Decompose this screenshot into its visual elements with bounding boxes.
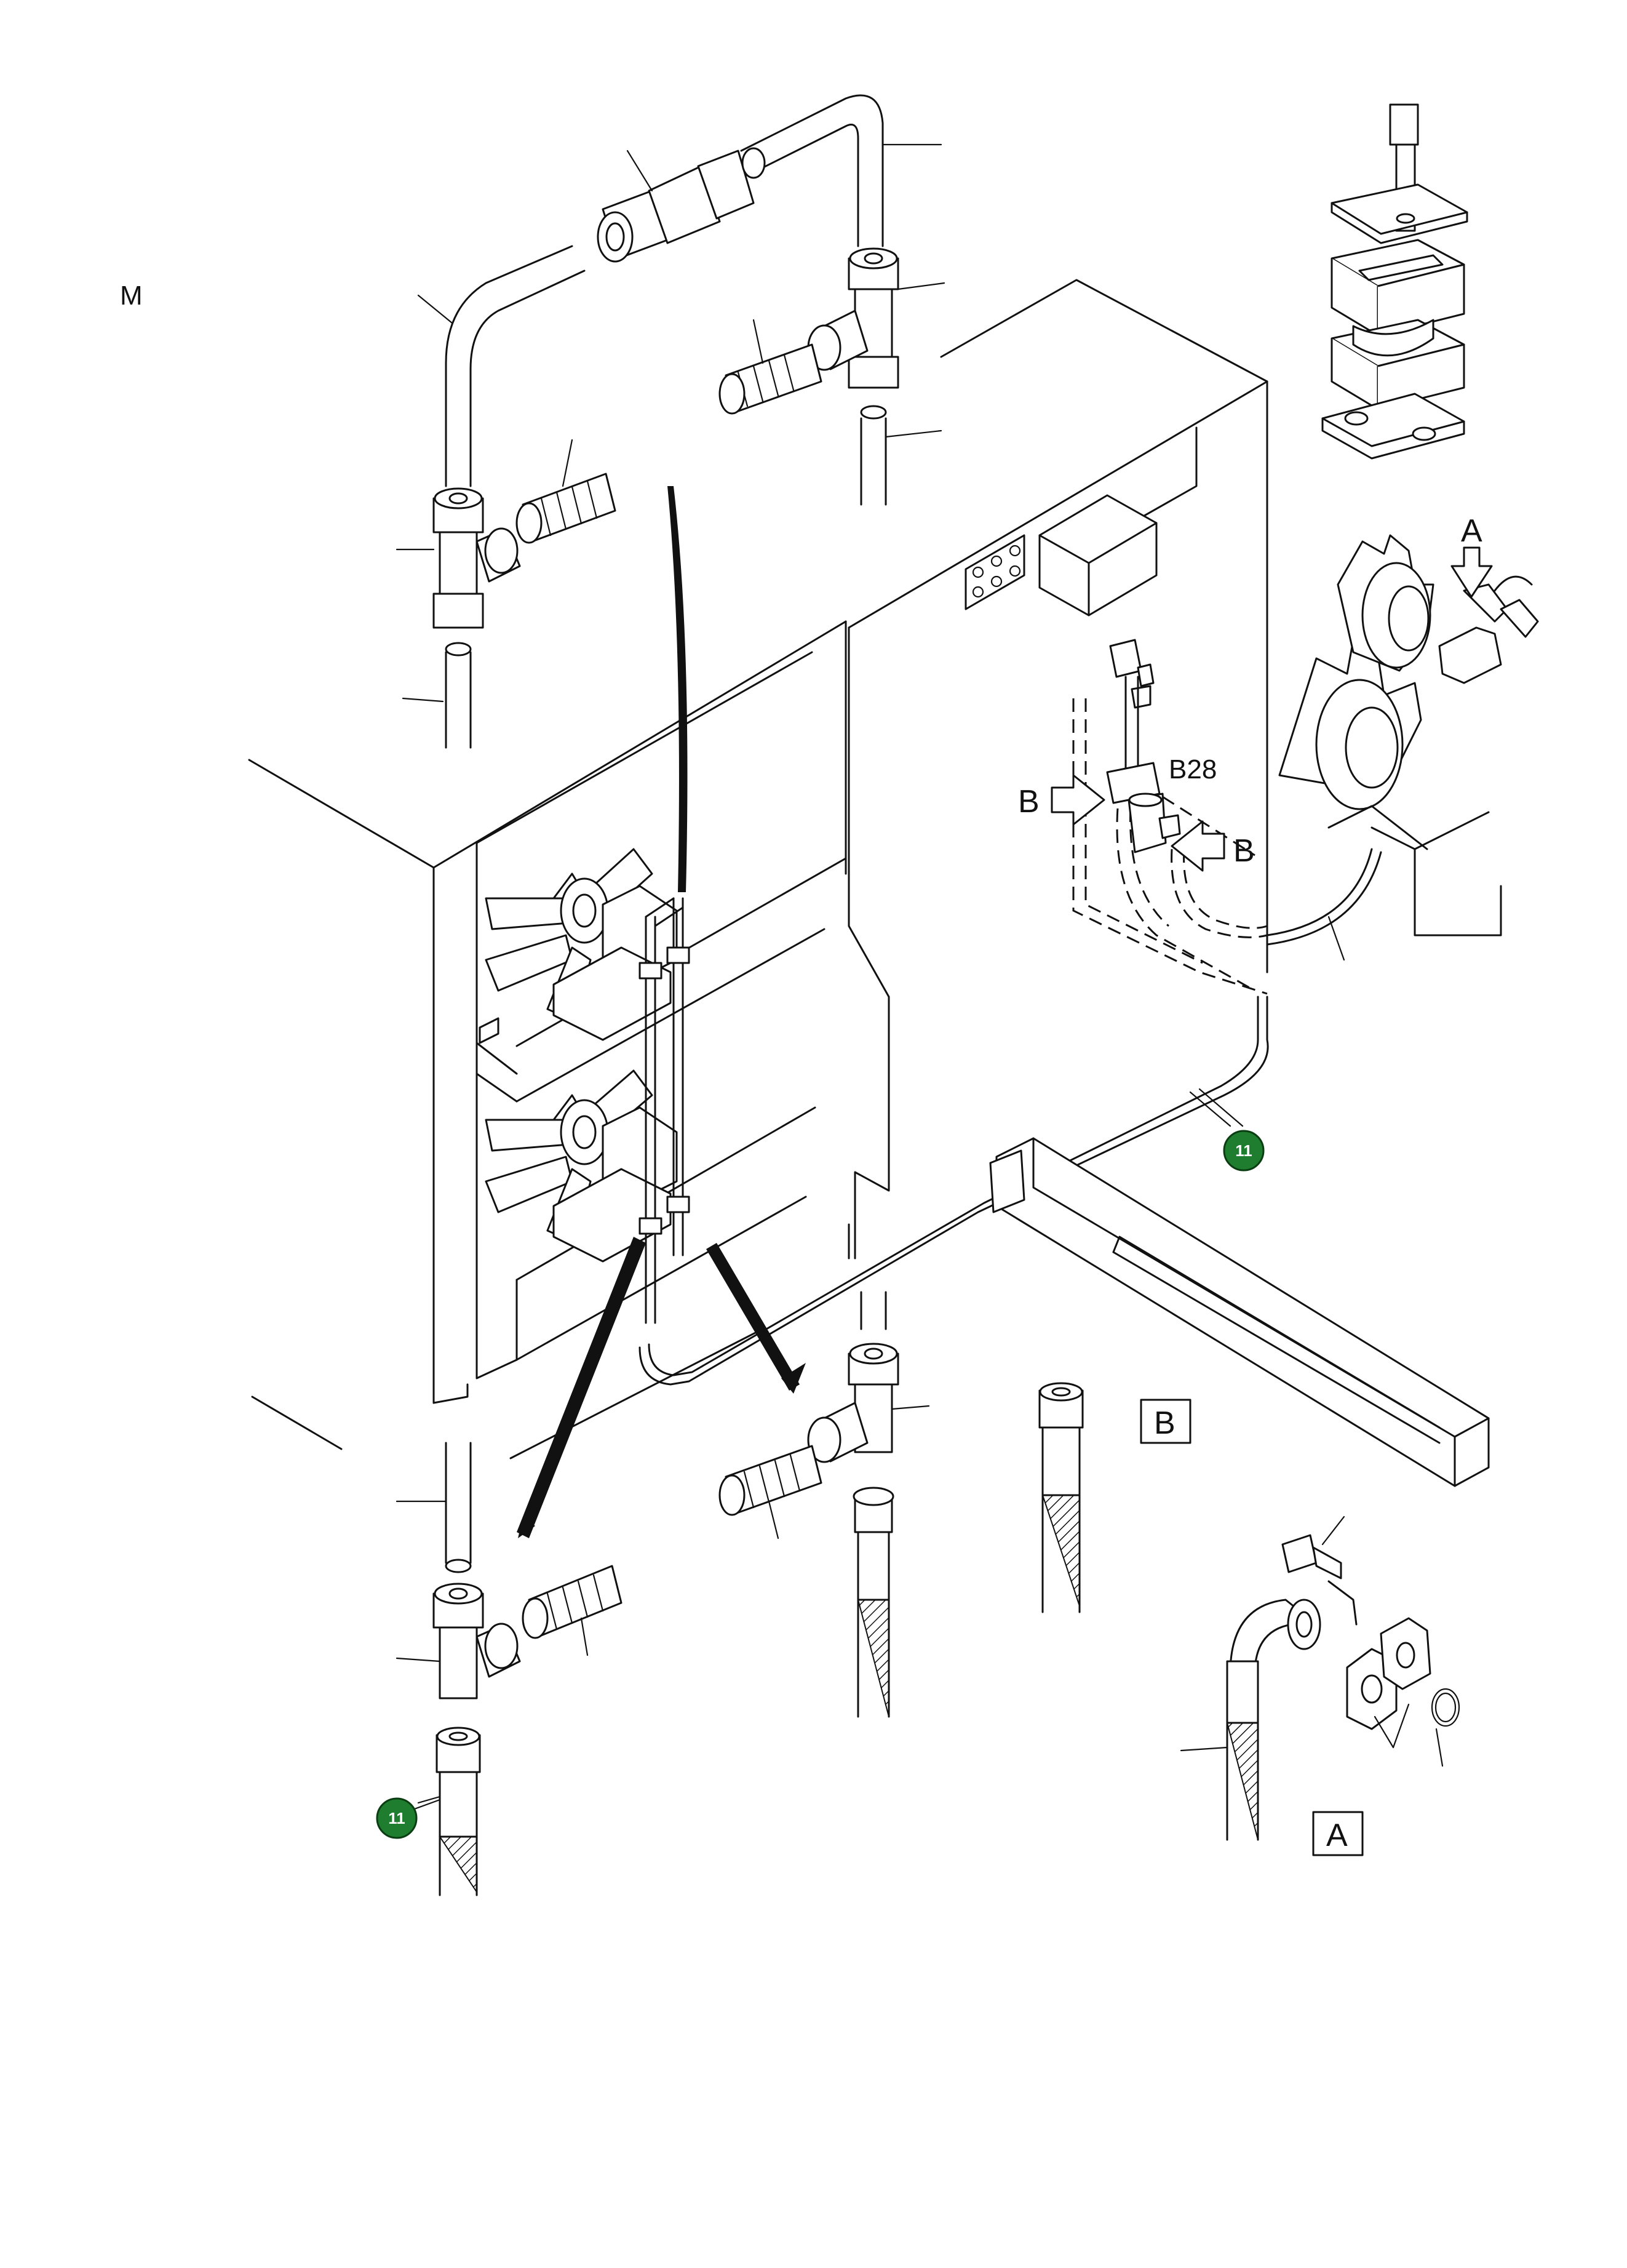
detail-arrows — [517, 486, 806, 1538]
top-pipe-assembly — [417, 94, 942, 487]
view-a-flange-assembly: A — [1180, 1515, 1460, 1856]
top-left-nipple — [515, 439, 616, 544]
union-fitting — [597, 150, 755, 263]
upper-fan — [479, 848, 678, 1044]
lower-fan — [485, 1069, 678, 1263]
pressure-sensor-b28: B28 — [1106, 639, 1217, 853]
top-right-tee-fitting — [807, 247, 945, 506]
control-box — [965, 494, 1158, 617]
sensor-hose-route — [638, 698, 1382, 1386]
hose-callout-upper-label: 11 — [1235, 1141, 1252, 1160]
pump-coupling-assembly: A — [1278, 513, 1539, 936]
radiator-housing — [248, 279, 1268, 1459]
pipe-clamp-assembly — [1321, 103, 1468, 460]
view-a-box-label: A — [1326, 1818, 1348, 1853]
hose-callout-lower: 11 — [376, 1795, 441, 1839]
view-b-arrows: B B — [1018, 774, 1255, 872]
hose-callout-upper: 11 — [1189, 1091, 1265, 1172]
hose-callout-lower-label: 11 — [388, 1809, 405, 1827]
fan-motor-hoses — [638, 897, 690, 1324]
page-label: M — [120, 281, 143, 311]
view-a-marker: A — [1461, 513, 1482, 549]
view-b-box-label: B — [1154, 1405, 1175, 1441]
top-left-tee-fitting — [396, 487, 521, 749]
sensor-label: B28 — [1169, 754, 1217, 785]
bottom-center-tee-fitting — [718, 1291, 930, 1718]
bottom-left-tee-fitting — [396, 1442, 623, 1896]
view-b-hose: B — [1038, 1382, 1191, 1613]
square-tube-arm — [989, 1137, 1490, 1487]
view-b-marker-right: B — [1233, 833, 1255, 869]
view-b-marker-left: B — [1018, 784, 1040, 820]
top-right-nipple — [718, 319, 822, 415]
